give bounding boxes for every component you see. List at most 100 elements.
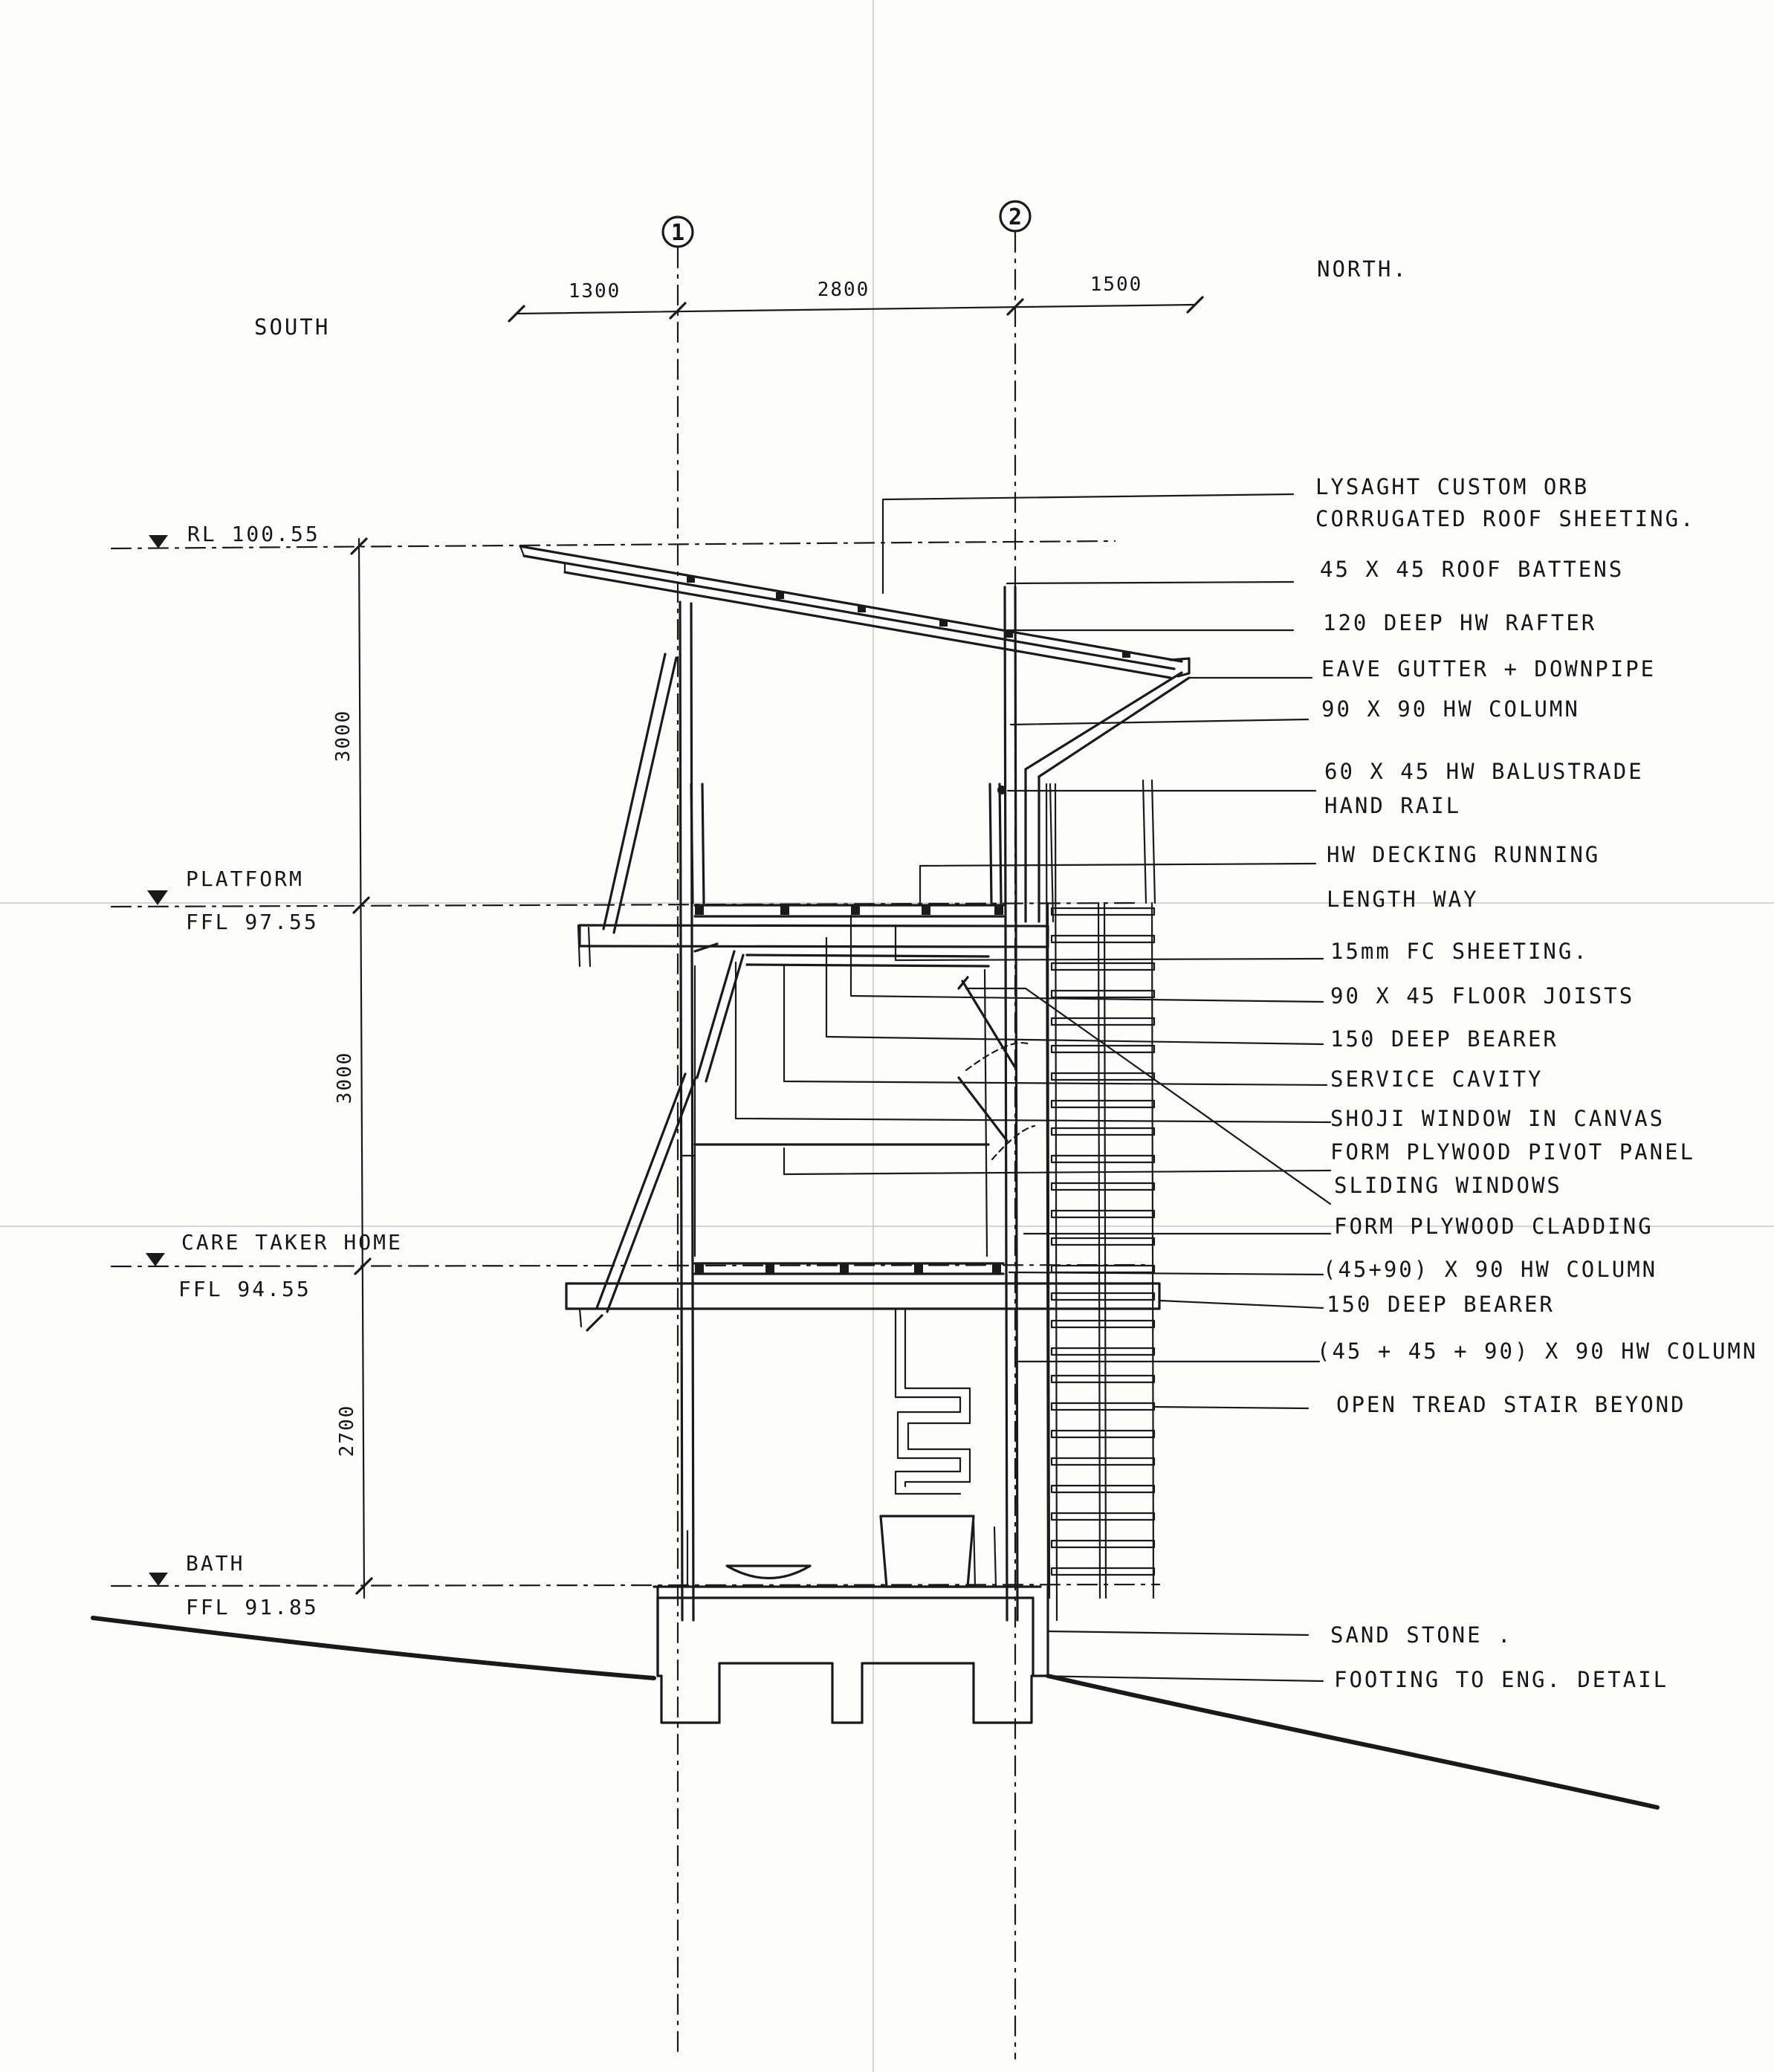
shoji-window bbox=[961, 980, 1016, 1068]
level-platform-label: PLATFORM bbox=[186, 867, 304, 891]
caretaker-room bbox=[681, 965, 1036, 1257]
note-footing: FOOTING TO ENG. DETAIL bbox=[1334, 1667, 1668, 1692]
stair-tread bbox=[1050, 1044, 1156, 1054]
platform-floor bbox=[577, 904, 1049, 968]
stair-tread bbox=[1050, 1539, 1156, 1549]
roof-assembly bbox=[519, 545, 1191, 923]
dim-1500: 1500 bbox=[1090, 273, 1143, 296]
plumbing bbox=[894, 1308, 962, 1495]
dim-1300: 1300 bbox=[569, 280, 621, 302]
note-column-lower: (45 + 45 + 90) X 90 HW COLUMN bbox=[1317, 1338, 1758, 1364]
note-sandstone: SAND STONE . bbox=[1330, 1622, 1513, 1648]
dim-3000-middle: 3000 bbox=[334, 1052, 356, 1104]
note-column-top: 90 X 90 HW COLUMN bbox=[1321, 696, 1580, 722]
level-bath-ffl: FFL 91.85 bbox=[186, 1595, 319, 1619]
stair-tread bbox=[1050, 1512, 1156, 1521]
stair-tread bbox=[1050, 1099, 1156, 1109]
column-outer bbox=[1045, 783, 1049, 1622]
stair-tread bbox=[1050, 1264, 1156, 1274]
note-rafter: 120 DEEP HW RAFTER bbox=[1323, 610, 1596, 635]
note-plywood-cladding: FORM PLYWOOD CLADDING bbox=[1334, 1214, 1654, 1239]
grid-label-1: 1 bbox=[671, 220, 684, 246]
level-bath-label: BATH bbox=[186, 1551, 245, 1576]
stair-tread bbox=[1050, 1319, 1156, 1329]
footing bbox=[656, 1585, 1049, 1724]
stair-tread bbox=[1050, 1237, 1156, 1246]
note-fc-sheeting: 15mm FC SHEETING. bbox=[1330, 939, 1589, 964]
level-platform-ffl: FFL 97.55 bbox=[186, 910, 319, 934]
note-sliding-windows: SLIDING WINDOWS bbox=[1334, 1173, 1562, 1198]
stair-tread bbox=[1050, 1072, 1156, 1081]
note-decking-1: HW DECKING RUNNING bbox=[1327, 842, 1600, 867]
annotation-notes: LYSAGHT CUSTOM ORB CORRUGATED ROOF SHEET… bbox=[1315, 474, 1758, 1692]
leader-lines bbox=[734, 493, 1332, 1683]
note-bearer-lower: 150 DEEP BEARER bbox=[1327, 1292, 1555, 1317]
vertical-dimension-string bbox=[350, 537, 373, 1599]
stair-tread bbox=[1050, 1484, 1156, 1494]
platform-balustrade bbox=[690, 779, 1156, 923]
grid-bubble-2 bbox=[999, 200, 1032, 233]
note-balustrade-2: HAND RAIL bbox=[1324, 793, 1461, 818]
pivot-panel bbox=[957, 1076, 1009, 1142]
caretaker-joists bbox=[695, 1264, 1001, 1273]
stair-tread bbox=[1050, 1292, 1156, 1301]
note-floor-joists: 90 X 45 FLOOR JOISTS bbox=[1330, 983, 1634, 1009]
south-label: SOUTH bbox=[254, 314, 330, 340]
bath-basin bbox=[725, 1564, 812, 1580]
grid-bubble-1 bbox=[661, 216, 694, 248]
roof-battens bbox=[687, 576, 1130, 658]
note-roof-battens: 45 X 45 ROOF BATTENS bbox=[1320, 557, 1624, 582]
grid-lines bbox=[661, 200, 1032, 2060]
note-shoji-window: SHOJI WINDOW IN CANVAS bbox=[1330, 1106, 1665, 1131]
stair-tread bbox=[1050, 1209, 1156, 1219]
level-lines bbox=[110, 535, 1161, 1587]
ground-line bbox=[91, 1616, 1660, 1810]
diagonal-struts bbox=[586, 653, 745, 1332]
note-roof-sheeting-1: LYSAGHT CUSTOM ORB bbox=[1315, 474, 1589, 499]
level-caretaker-label: CARE TAKER HOME bbox=[181, 1230, 403, 1254]
note-decking-2: LENGTH WAY bbox=[1327, 887, 1479, 912]
note-eave-gutter: EAVE GUTTER + DOWNPIPE bbox=[1321, 656, 1656, 682]
stair-tread bbox=[1050, 1567, 1156, 1576]
column-grid-1 bbox=[679, 600, 684, 1622]
stair-tread bbox=[1050, 1402, 1156, 1411]
stair-beyond bbox=[1046, 901, 1155, 1599]
grid-label-2: 2 bbox=[1009, 204, 1022, 230]
stair-tread bbox=[1050, 1429, 1156, 1439]
stair-tread bbox=[1050, 1154, 1156, 1164]
level-caretaker-ffl: FFL 94.55 bbox=[178, 1277, 311, 1301]
stair-tread bbox=[1050, 1182, 1156, 1191]
columns bbox=[679, 586, 1058, 1622]
stair-tread bbox=[1050, 962, 1156, 971]
dim-2800: 2800 bbox=[818, 279, 870, 301]
stair-tread bbox=[1050, 934, 1156, 944]
stair-tread bbox=[1050, 907, 1156, 916]
dim-3000-upper: 3000 bbox=[332, 710, 355, 763]
note-column-mid: (45+90) X 90 HW COLUMN bbox=[1323, 1257, 1657, 1282]
note-service-cavity: SERVICE CAVITY bbox=[1330, 1066, 1543, 1092]
stair-tread bbox=[1050, 1127, 1156, 1136]
stair-tread bbox=[1050, 1457, 1156, 1466]
caretaker-floor bbox=[565, 1262, 1161, 1328]
platform-joists bbox=[695, 906, 1003, 915]
bath-fixtures bbox=[653, 1308, 1042, 1588]
stair-tread bbox=[1050, 989, 1156, 999]
level-rl-label: RL 100.55 bbox=[187, 522, 320, 546]
footing-outline bbox=[656, 1585, 1049, 1724]
bath-tub bbox=[879, 1515, 975, 1588]
note-bearer-upper: 150 DEEP BEARER bbox=[1330, 1026, 1558, 1052]
note-open-stair: OPEN TREAD STAIR BEYOND bbox=[1336, 1392, 1686, 1417]
horizontal-dimension-string bbox=[508, 296, 1204, 323]
downpipe-upper bbox=[1024, 671, 1183, 771]
note-balustrade-1: 60 X 45 HW BALUSTRADE bbox=[1324, 759, 1644, 784]
stair-tread bbox=[1050, 1017, 1156, 1026]
column-grid-2 bbox=[1003, 586, 1009, 1622]
stair-tread bbox=[1050, 1374, 1156, 1384]
eave-gutter bbox=[1169, 657, 1191, 678]
dim-2700-lower: 2700 bbox=[336, 1405, 358, 1457]
north-label: NORTH. bbox=[1317, 256, 1408, 282]
stair-tread bbox=[1050, 1347, 1156, 1356]
note-roof-sheeting-2: CORRUGATED ROOF SHEETING. bbox=[1315, 506, 1696, 531]
